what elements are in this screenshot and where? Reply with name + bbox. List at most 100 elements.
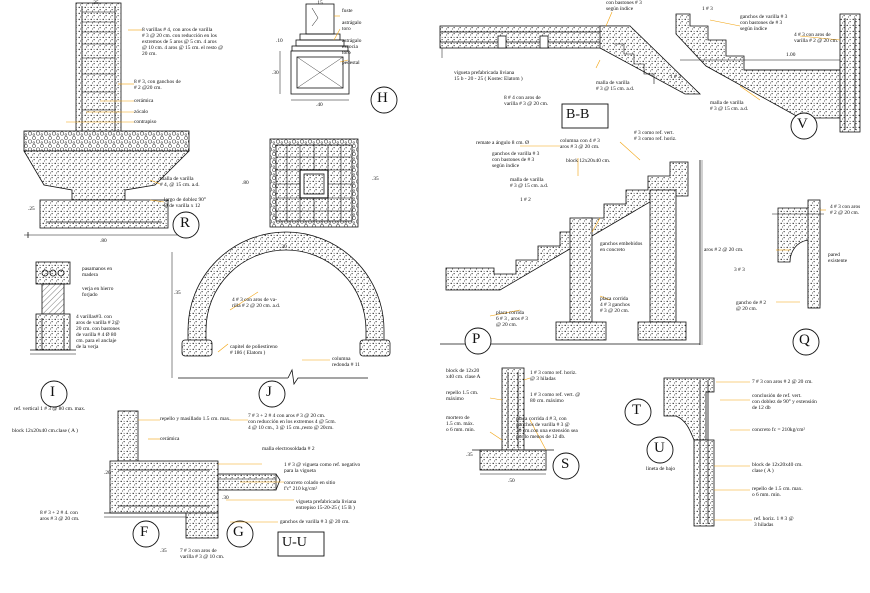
detail-v	[675, 13, 861, 133]
detail-s	[472, 367, 554, 475]
note-p-ganchos: ganchos de varilla # 3 con bastones de #…	[492, 151, 540, 169]
note-q-pared: pared existente	[828, 252, 848, 264]
title-v: V	[797, 116, 808, 132]
detail-r-plan	[269, 138, 359, 228]
note-r-hooks: 8 # 3, con ganchos de # 2 @20 cm.	[134, 79, 181, 91]
dim-h-w3: .40	[316, 102, 323, 108]
note-s-repello: repello 1.5 cm. máximo	[446, 390, 479, 402]
note-p-columna: columna con 4 # 3 aros # 3 @ 20 cm.	[560, 138, 600, 150]
title-g-circle	[226, 520, 254, 548]
title-uu-box	[277, 531, 325, 557]
note-r-zocalo: zócalo	[134, 109, 149, 115]
note-i-verja: verja en hierro forjado	[82, 286, 114, 298]
note-r-ceramica: cerámica	[134, 98, 154, 104]
dim-uu-30: .30	[222, 495, 229, 501]
title-r-circle	[172, 211, 200, 239]
dim-h-h: .30	[272, 70, 279, 76]
note-bb-vigueta: vigueta prefabricada liviana 15 b - 20 -…	[454, 70, 523, 82]
note-u-top: 7 # 3 con aros # 2 @ 20 cm.	[752, 379, 813, 385]
note-uu-repello: repello y masillado 1.5 cm. max.	[160, 416, 231, 422]
note-v-1n2: 1 # 2	[670, 74, 681, 80]
note-v-aros: 4 # 3 con aros de varilla # 2 @ 20 cm.	[794, 32, 839, 44]
title-q: Q	[799, 332, 810, 348]
title-f-circle	[132, 520, 160, 548]
leader-lines	[66, 11, 841, 523]
note-u-repello: repello de 1.5 cm. max. o 6 mm. min.	[752, 486, 803, 498]
title-s: S	[561, 456, 570, 472]
title-j-circle	[258, 380, 286, 408]
note-uu-bottom: 7 # 3 con aros de varilla # 3 @ 10 cm.	[180, 548, 225, 560]
note-uu-left: 8 # 3 + 2 # 4. con aros # 3 @ 20 cm.	[40, 510, 80, 522]
dim-h-w: .15	[316, 0, 323, 6]
dim-uu-20: .20	[104, 470, 111, 476]
note-r-malla: malla de varilla # 4, @ 15 cm. a.d.	[160, 176, 200, 188]
note-h-astragalo: astrágalo toro	[342, 20, 362, 32]
note-uu-ceramica: cerámica	[160, 436, 180, 442]
note-h-fuste: fuste	[342, 8, 353, 14]
title-h-circle	[370, 86, 398, 114]
note-p-remate: remate a ángulo 8 cm. Ø	[476, 140, 529, 146]
title-s-circle	[552, 452, 580, 480]
title-t: T	[632, 402, 642, 418]
dim-r-top: .35	[92, 0, 99, 6]
note-r-largo: largo de doblez 90° Ø de varilla x 12	[164, 197, 207, 209]
note-v-ganchos: ganchos de varilla # 3 con bastones de #…	[740, 14, 788, 32]
title-uu: U-U	[282, 535, 307, 550]
dim-v-100: 1.00	[786, 52, 796, 58]
note-s-1n3: 1 # 3 como ref. horiz. @ 3 hiladas	[530, 370, 577, 382]
title-f: F	[140, 524, 149, 540]
title-p-circle	[464, 327, 492, 355]
note-u-concreto: concreto fc = 210kg/cm²	[752, 427, 806, 433]
note-bb-aros: 8 # 4 con aros de varilla # 3 @ 20 cm.	[504, 95, 549, 107]
detail-p	[440, 160, 703, 345]
note-uu-concreto: concreto colado en sitio f'c° 210 kg/cm²	[284, 480, 336, 492]
title-bb-box	[561, 103, 609, 129]
note-i-pasamanos: pasamanos en madera	[82, 266, 113, 278]
note-uu-ref: ref. vertical 1 # 3 @ 80 cm. max.	[14, 406, 86, 412]
note-q-top: 4 # 3 con aros # 2 @ 20 cm.	[830, 204, 861, 216]
note-uu-bars: 7 # 3 + 2 # 4 con aros # 3 @ 20 cm. con …	[248, 413, 336, 431]
detail-tu	[663, 377, 715, 527]
note-p-malla: malla de varilla # 3 @ 15 cm. a.d.	[510, 177, 549, 189]
note-p-placa: placa corrida 4 # 3 ganchos # 3 @ 20 cm.	[600, 296, 630, 314]
note-r-bars: 8 varillas # 4, con aros de varilla # 3 …	[142, 27, 224, 57]
detail-j	[171, 231, 391, 386]
detail-q	[772, 199, 824, 309]
note-p-placa2: placa corrida 6 # 3 , aros # 3 @ 20 cm.	[496, 310, 528, 328]
title-r: R	[180, 215, 191, 231]
note-u-lineta: lineta de bajo	[646, 466, 676, 472]
title-u-circle	[646, 436, 674, 464]
title-i-circle	[40, 380, 68, 408]
title-bb: B-B	[566, 107, 590, 122]
note-s-mortero: mortero de 1.5 cm. máx. o 6 mm. min.	[446, 415, 475, 433]
note-j-columna: columna redonda # 11	[332, 356, 360, 368]
note-s-placa: placa corrida 4 # 3, con ganchos de vari…	[516, 416, 578, 440]
dim-j-w: .30	[280, 244, 287, 250]
note-p-3mas: # 3 como ref. vert. # 3 como ref. horiz.	[634, 130, 677, 142]
note-p-1n2: 1 # 2	[520, 197, 531, 203]
dim-j-h: .35	[174, 290, 181, 296]
note-s-ref: 1 # 3 como ref. vert. @ 80 cm. máximo	[530, 392, 581, 404]
detail-i	[30, 261, 76, 355]
dim-s-50: .50	[508, 478, 515, 484]
detail-r	[23, 2, 190, 238]
note-h-pedestal: pedestal	[342, 60, 360, 66]
note-q-3n3: 3 # 3	[734, 267, 745, 273]
note-r-contrapiso: contrapiso	[134, 119, 157, 125]
detail-bb	[439, 25, 701, 95]
title-t-circle	[624, 398, 652, 426]
dim-h-w2: .10	[276, 38, 283, 44]
detail-uu	[104, 410, 281, 539]
note-h-astragalo2: astrágalo escocia toro	[342, 38, 362, 56]
note-u-conclusion: conclusión de ref. vert. con doblez de 9…	[752, 393, 817, 411]
dim-r-s2: .35	[372, 176, 379, 182]
dim-uu-w: .35	[160, 548, 167, 554]
title-j: J	[266, 384, 272, 400]
title-g: G	[233, 524, 244, 540]
note-v-1n3: 1 # 3	[702, 6, 713, 12]
dim-r-h: .25	[28, 206, 35, 212]
title-q-circle	[792, 328, 820, 356]
note-bb-top: con bastones # 3 según índice	[606, 0, 642, 12]
